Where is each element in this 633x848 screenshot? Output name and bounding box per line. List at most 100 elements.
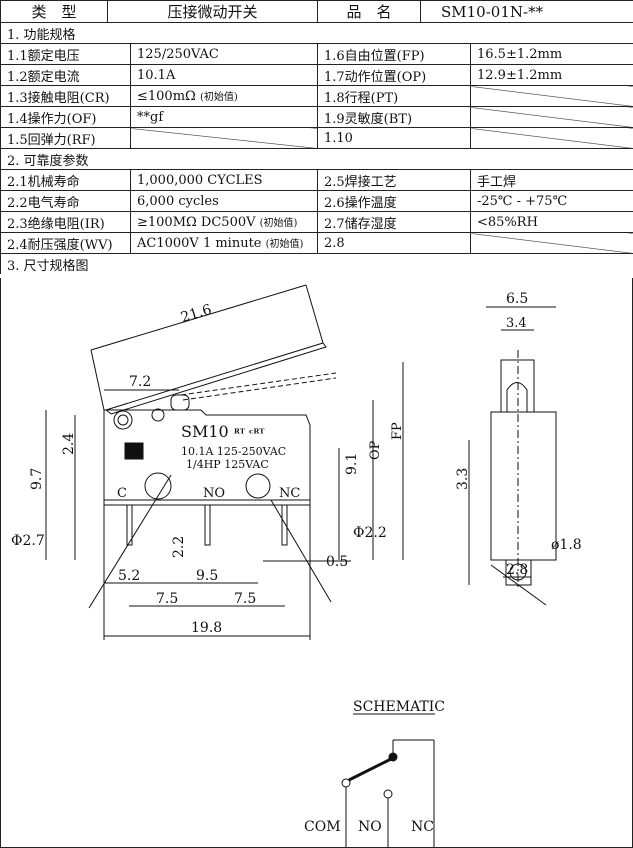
spec-cell: AC1000V 1 minute (初始值) [130, 232, 318, 254]
section-title: 3. 尺寸规格图 [0, 253, 633, 274]
spec-cell [469, 85, 633, 107]
drawing-label: 9.7 [29, 468, 45, 490]
spec-row: 1.2额定电流 10.1A 1.7动作位置(OP) 12.9±1.2mm [0, 64, 633, 86]
spec-text: 1.1额定电压 [7, 48, 80, 64]
drawing-label: 9.5 [196, 568, 218, 584]
drawing-label: 1/4HP 125VAC [186, 458, 269, 471]
drawing-label: 3.3 [455, 468, 471, 490]
spec-text: 1.3接触电阻(CR) [7, 90, 110, 106]
drawing-label: 9.1 [344, 453, 360, 475]
drawing-label: COM [304, 819, 341, 835]
spec-text: 1.6自由位置(FP) [324, 48, 425, 64]
spec-row: 1.3接触电阻(CR) ≤100mΩ (初始值) 1.8行程(PT) [0, 85, 633, 107]
spec-cell: 1.4操作力(OF) [0, 106, 131, 128]
spec-table: 1. 功能规格 1.1额定电压 125/250VAC 1.6自由位置(FP) 16.5±… [0, 22, 633, 274]
type-value: 压接微动开关 [107, 0, 318, 23]
drawing-label: FP [390, 422, 405, 440]
spec-cell: 12.9±1.2mm [469, 64, 633, 86]
spec-cell: 1.10 [317, 127, 471, 149]
drawing-label: 10.1A 125-250VAC [181, 445, 286, 458]
schematic-title: SCHEMATIC [353, 699, 445, 715]
side-view-body [490, 411, 557, 561]
spec-cell: 1.3接触电阻(CR) [0, 85, 131, 107]
spec-text: 2.7储存湿度 [324, 216, 397, 232]
drawing-label: SM10 [181, 422, 229, 441]
drawing-label: 7.5 [234, 591, 256, 607]
spec-cell: 2.4耐压强度(WV) [0, 232, 131, 254]
spec-cell: 2.8 [317, 232, 471, 254]
drawing-label: 2.8 [506, 562, 528, 578]
spec-cell: 2.3绝缘电阻(IR) [0, 211, 131, 233]
name-value: SM10-01N-** [420, 0, 633, 23]
spec-cell: 10.1A [130, 64, 318, 86]
drawing-label: OP [368, 440, 383, 460]
spec-cell [469, 127, 633, 149]
spec-text: -25℃ - +75℃ [477, 193, 568, 209]
spec-text: ≤100mΩ [137, 89, 196, 104]
spec-cell: 1.2额定电流 [0, 64, 131, 86]
spec-text: 10.1A [137, 67, 176, 83]
drawing-label: NC [279, 486, 300, 501]
drawing-label: NO [358, 819, 382, 835]
drawing-label: NO [203, 486, 225, 501]
spec-cell: 2.2电气寿命 [0, 190, 131, 212]
spec-row: 2.3绝缘电阻(IR)≥100MΩ DC500V (初始值)2.7储存湿度<85… [0, 211, 633, 233]
spec-text: 2.8 [324, 235, 345, 251]
spec-text: ≥100MΩ DC500V [137, 215, 256, 230]
spec-text: 2.5焊接工艺 [324, 174, 397, 190]
section-title: 1. 功能规格 [0, 22, 633, 44]
drawing-label: 7.5 [156, 591, 178, 607]
spec-cell: 1.6自由位置(FP) [317, 43, 471, 65]
spec-text: 手工焊 [477, 174, 517, 190]
spec-text: 1,000,000 CYCLES [137, 172, 263, 188]
spec-text: 1.9灵敏度(BT) [324, 111, 413, 127]
spec-note: (初始值) [265, 239, 304, 250]
drawing-label: ø1.8 [551, 537, 582, 553]
spec-cell: 1.9灵敏度(BT) [317, 106, 471, 128]
drawing-label: NC [411, 819, 434, 835]
spec-text: 125/250VAC [137, 46, 219, 62]
spec-text: 2.4耐压强度(WV) [7, 237, 113, 253]
spec-cell: 2.5焊接工艺 [317, 169, 471, 191]
spec-text: 12.9±1.2mm [477, 67, 563, 83]
section-title: 2. 可靠度参数 [0, 148, 633, 170]
spec-row: 2.4耐压强度(WV) AC1000V 1 minute (初始值) 2.8 [0, 232, 633, 254]
spec-cell: 手工焊 [469, 169, 633, 191]
lever-arm [104, 342, 327, 415]
spec-text: 1.10 [324, 130, 353, 146]
drawing-label: 19.8 [191, 620, 222, 636]
drawing-label: 2.4 [61, 433, 77, 455]
spec-cell: 2.6操作温度 [317, 190, 471, 212]
spec-text: 16.5±1.2mm [477, 46, 563, 62]
spec-text: 1.8行程(PT) [324, 90, 399, 106]
spec-cell [469, 106, 633, 128]
spec-cell: 1.7动作位置(OP) [317, 64, 471, 86]
spec-cell: <85%RH [469, 211, 633, 233]
lever-actuated-dashed [180, 372, 337, 401]
spec-note: (初始值) [259, 218, 298, 229]
spec-cell: 125/250VAC [130, 43, 318, 65]
spec-text: 2.2电气寿命 [7, 195, 80, 211]
drawing-label: 0.5 [326, 554, 348, 570]
drawing-label: 2.2 [171, 536, 187, 558]
spec-cell [469, 232, 633, 254]
name-label: 品 名 [317, 0, 421, 23]
spec-note: (初始值) [199, 92, 238, 103]
drawing-label: IO [128, 448, 142, 459]
spec-text: 1.7动作位置(OP) [324, 69, 427, 85]
drawing-label: 6.5 [506, 291, 528, 307]
drawing-label: 21.6 [179, 302, 214, 326]
spec-cell: **gf [130, 106, 318, 128]
drawing-label: 7.2 [129, 374, 151, 390]
spec-cell: ≥100MΩ DC500V (初始值) [130, 211, 318, 233]
dimension-drawing: IO SM10 ᴿᵁ ᶜᴿᵁ 10.1A 125-250VAC 1/4HP 12… [0, 278, 633, 848]
drawing-label: C [117, 486, 127, 501]
spec-cell: 2.7储存湿度 [317, 211, 471, 233]
drawing-label: ᴿᵁ ᶜᴿᵁ [234, 427, 265, 440]
spec-text: **gf [137, 109, 164, 125]
spec-cell: ≤100mΩ (初始值) [130, 85, 318, 107]
